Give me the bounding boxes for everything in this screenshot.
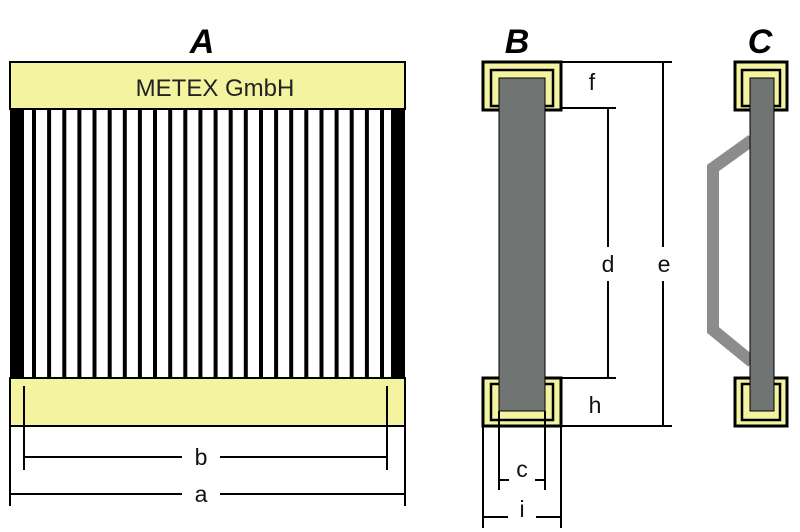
dimension-c-label: c [516, 456, 528, 482]
dimension-b: b [23, 386, 388, 470]
panel-a-slat [213, 109, 218, 378]
dimension-a: a [9, 426, 406, 507]
panel-b: B f d h e [481, 23, 672, 528]
panel-a-slat [77, 109, 82, 378]
panel-a-slat [107, 109, 112, 378]
panel-c-title: C [748, 23, 773, 61]
panel-a-brand-label: METEX GmbH [136, 75, 295, 102]
panel-a-slat [289, 109, 294, 378]
panel-a-slat [137, 109, 142, 378]
dimension-e-label: e [658, 251, 671, 277]
panel-a-slat [122, 109, 127, 378]
dimension-d: d [561, 108, 616, 379]
panel-a-slat [47, 109, 52, 378]
panel-a-slat [304, 109, 309, 378]
panel-a-slat [259, 109, 263, 378]
panel-a-slat [62, 109, 67, 378]
dimension-c: c [498, 411, 546, 490]
dimension-h: h [561, 392, 672, 427]
dimension-d-label: d [602, 251, 615, 277]
dimension-i-label: i [519, 496, 524, 522]
panel-a-slat [364, 109, 369, 378]
panel-a-slat [380, 109, 384, 378]
panel-b-title: B [505, 23, 530, 61]
panel-a-slat [319, 109, 324, 378]
panel-c-brace [707, 135, 756, 367]
dimension-a-label: a [195, 481, 208, 507]
panel-a-slat [168, 109, 173, 378]
panel-a-slat [198, 109, 203, 378]
panel-c: C [707, 23, 789, 428]
panel-a-top-bar [9, 61, 406, 110]
panel-a-slat [334, 109, 339, 378]
panel-c-frame [749, 77, 775, 412]
dimension-e: e [658, 62, 671, 426]
panel-a-slat [228, 109, 233, 378]
panel-a-left-post [10, 109, 24, 378]
dimension-i: i [482, 426, 562, 528]
dimension-f-label: f [589, 69, 596, 95]
panel-a-slat [349, 109, 354, 378]
panel-a-slat [243, 109, 248, 378]
panel-a-slat [183, 109, 188, 378]
dimension-b-label: b [195, 444, 208, 470]
panel-a-right-post [391, 109, 405, 378]
panel-a-title: A [189, 23, 215, 61]
panel-a-slat [153, 109, 157, 378]
panel-a-slat [92, 109, 97, 378]
panel-b-frame [498, 77, 546, 412]
panel-a-slat [274, 109, 279, 378]
dimension-h-label: h [589, 392, 602, 418]
panel-a: A METEX GmbH b a [9, 23, 406, 507]
dimension-f: f [561, 61, 672, 109]
panel-a-slats [10, 109, 405, 378]
panel-a-slat [32, 109, 36, 378]
panel-a-bottom-bar [9, 377, 406, 427]
